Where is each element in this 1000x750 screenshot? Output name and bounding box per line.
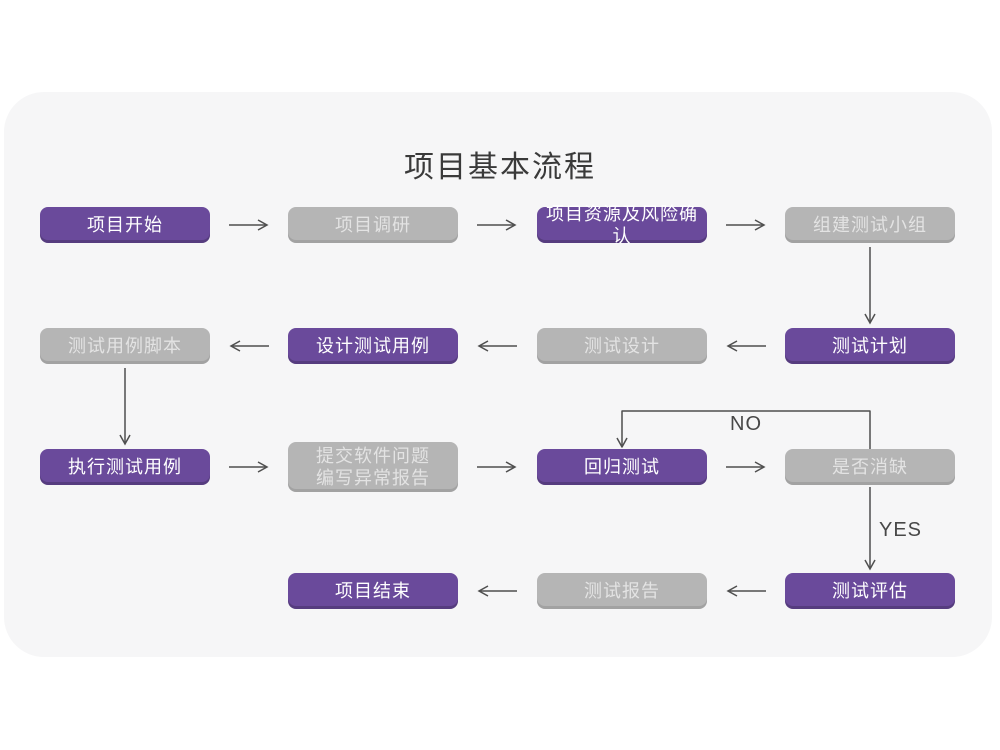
node-test-report: 测试报告 [537, 573, 707, 609]
node-test-case-script: 测试用例脚本 [40, 328, 210, 364]
arrow-down-icon [864, 247, 876, 325]
node-design-test-cases: 设计测试用例 [288, 328, 458, 364]
node-project-end: 项目结束 [288, 573, 458, 609]
node-submit-issues-report: 提交软件问题 编写异常报告 [288, 442, 458, 492]
yes-arrow [864, 487, 876, 571]
arrow-right-icon [477, 461, 517, 473]
node-build-test-team: 组建测试小组 [785, 207, 955, 243]
arrow-right-icon [726, 461, 766, 473]
arrow-left-icon [477, 585, 517, 597]
arrow-left-icon [726, 340, 766, 352]
edge-label-yes: YES [879, 519, 923, 541]
flowchart-card [4, 92, 992, 657]
node-resource-risk-confirm: 项目资源及风险确认 [537, 204, 707, 246]
arrow-left-icon [726, 585, 766, 597]
edge-label-no: NO [730, 413, 762, 435]
node-project-research: 项目调研 [288, 207, 458, 243]
node-test-evaluation: 测试评估 [785, 573, 955, 609]
no-loop-arrow [616, 405, 876, 451]
arrow-left-icon [229, 340, 269, 352]
node-execute-test-cases: 执行测试用例 [40, 449, 210, 485]
arrow-left-icon [477, 340, 517, 352]
arrow-down-icon [119, 368, 131, 446]
node-test-design: 测试设计 [537, 328, 707, 364]
diagram-title: 项目基本流程 [404, 151, 596, 184]
node-defect-cleared: 是否消缺 [785, 449, 955, 485]
arrow-right-icon [477, 219, 517, 231]
arrow-right-icon [229, 219, 269, 231]
arrow-right-icon [229, 461, 269, 473]
node-regression-test: 回归测试 [537, 449, 707, 485]
node-test-plan: 测试计划 [785, 328, 955, 364]
node-project-start: 项目开始 [40, 207, 210, 243]
arrow-right-icon [726, 219, 766, 231]
